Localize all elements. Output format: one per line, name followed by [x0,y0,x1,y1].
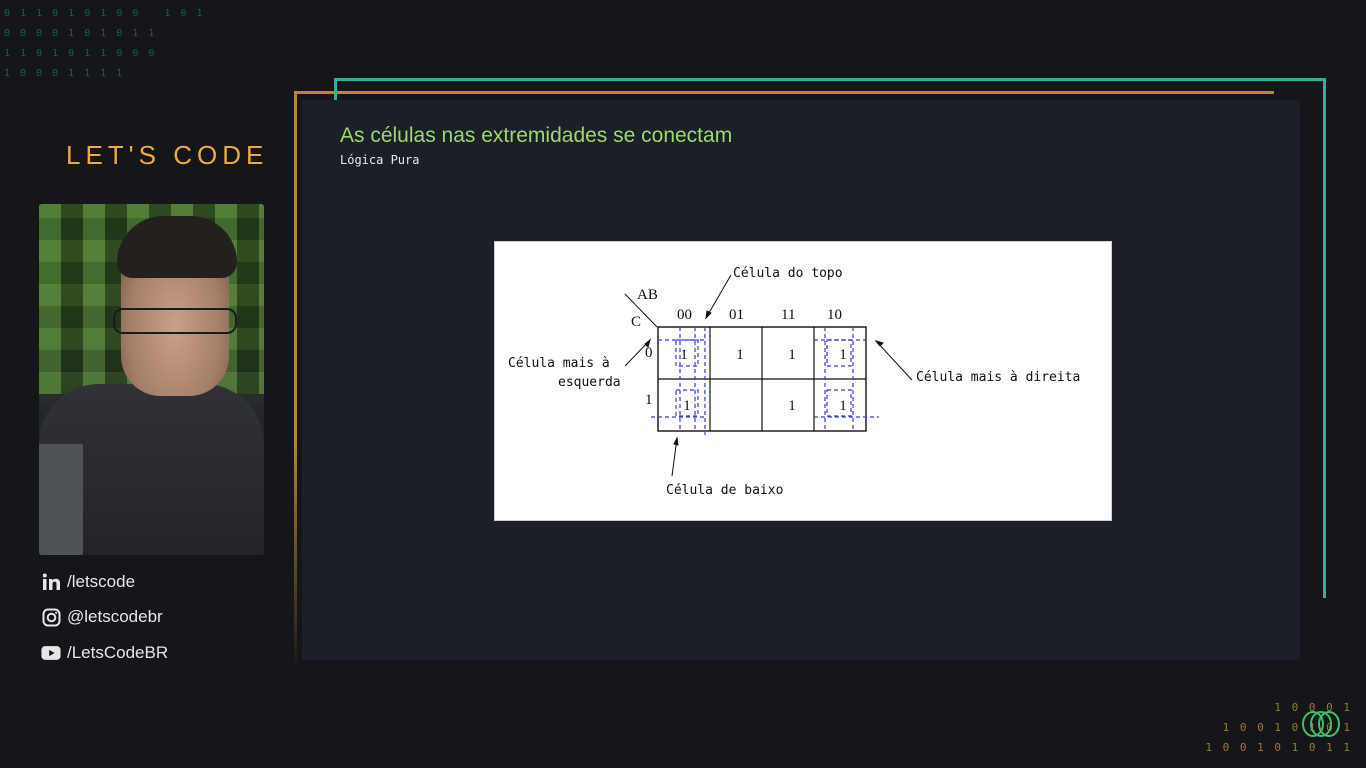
kmap-col-header: 11 [781,307,795,323]
linkedin-handle: /letscode [67,572,136,591]
annotation-right-cell: Célula mais à direita [916,370,1080,385]
social-linkedin[interactable]: /letscode [41,572,135,592]
kmap-col-header: 10 [827,307,842,323]
slide-title: As células nas extremidades se conectam [340,124,733,147]
slide-subtitle: Lógica Pura [340,153,420,167]
social-instagram[interactable]: @letscodebr [41,607,163,627]
annotation-bottom-cell: Célula de baixo [666,483,783,498]
karnaugh-map-figure: AB C 00 01 11 10 0 1 1 1 1 1 1 1 1 [494,241,1112,521]
presentation-slide: As células nas extremidades se conectam … [302,100,1300,660]
social-youtube[interactable]: /LetsCodeBR [41,643,168,663]
kmap-cell: 1 [680,347,688,363]
kmap-dashed-groupings [651,327,879,435]
instagram-handle: @letscodebr [67,607,163,626]
annotation-left-cell-line2: esquerda [558,375,621,390]
linkedin-icon [41,572,61,592]
kmap-col-header: 00 [677,307,692,323]
annotation-top-cell: Célula do topo [733,266,843,281]
kmap-cell: 1 [736,347,744,363]
instagram-icon [41,607,61,627]
annotation-left-cell-line1: Célula mais à [508,356,610,371]
letscode-emblem-icon [1301,710,1341,738]
binary-decoration-top: 0 1 1 0 1 0 1 0 0 1 0 1 0 0 0 0 1 0 1 0 … [4,8,205,79]
kmap-row-header: 0 [645,345,653,361]
youtube-handle: /LetsCodeBR [67,643,169,662]
kmap-corner-left: C [631,314,641,330]
kmap-cell: 1 [788,398,796,414]
kmap-row-header: 1 [645,392,653,408]
karnaugh-map-diagram: AB C 00 01 11 10 0 1 1 1 1 1 1 1 1 [508,266,1080,498]
decorative-frame-teal-left [334,78,337,100]
kmap-col-header: 01 [729,307,744,323]
kmap-cell: 1 [683,398,691,414]
binary-decoration-bottom: 1 0 0 0 1 1 0 0 1 0 1 0 1 1 0 0 1 0 1 0 … [1205,701,1352,754]
kmap-cell: 1 [839,398,847,414]
kmap-cell: 1 [788,347,796,363]
kmap-corner-top: AB [637,287,658,303]
webcam-video [39,204,264,555]
kmap-cell: 1 [839,347,847,363]
brand-logo: LET'S CODE [66,140,269,170]
youtube-icon [41,643,61,663]
